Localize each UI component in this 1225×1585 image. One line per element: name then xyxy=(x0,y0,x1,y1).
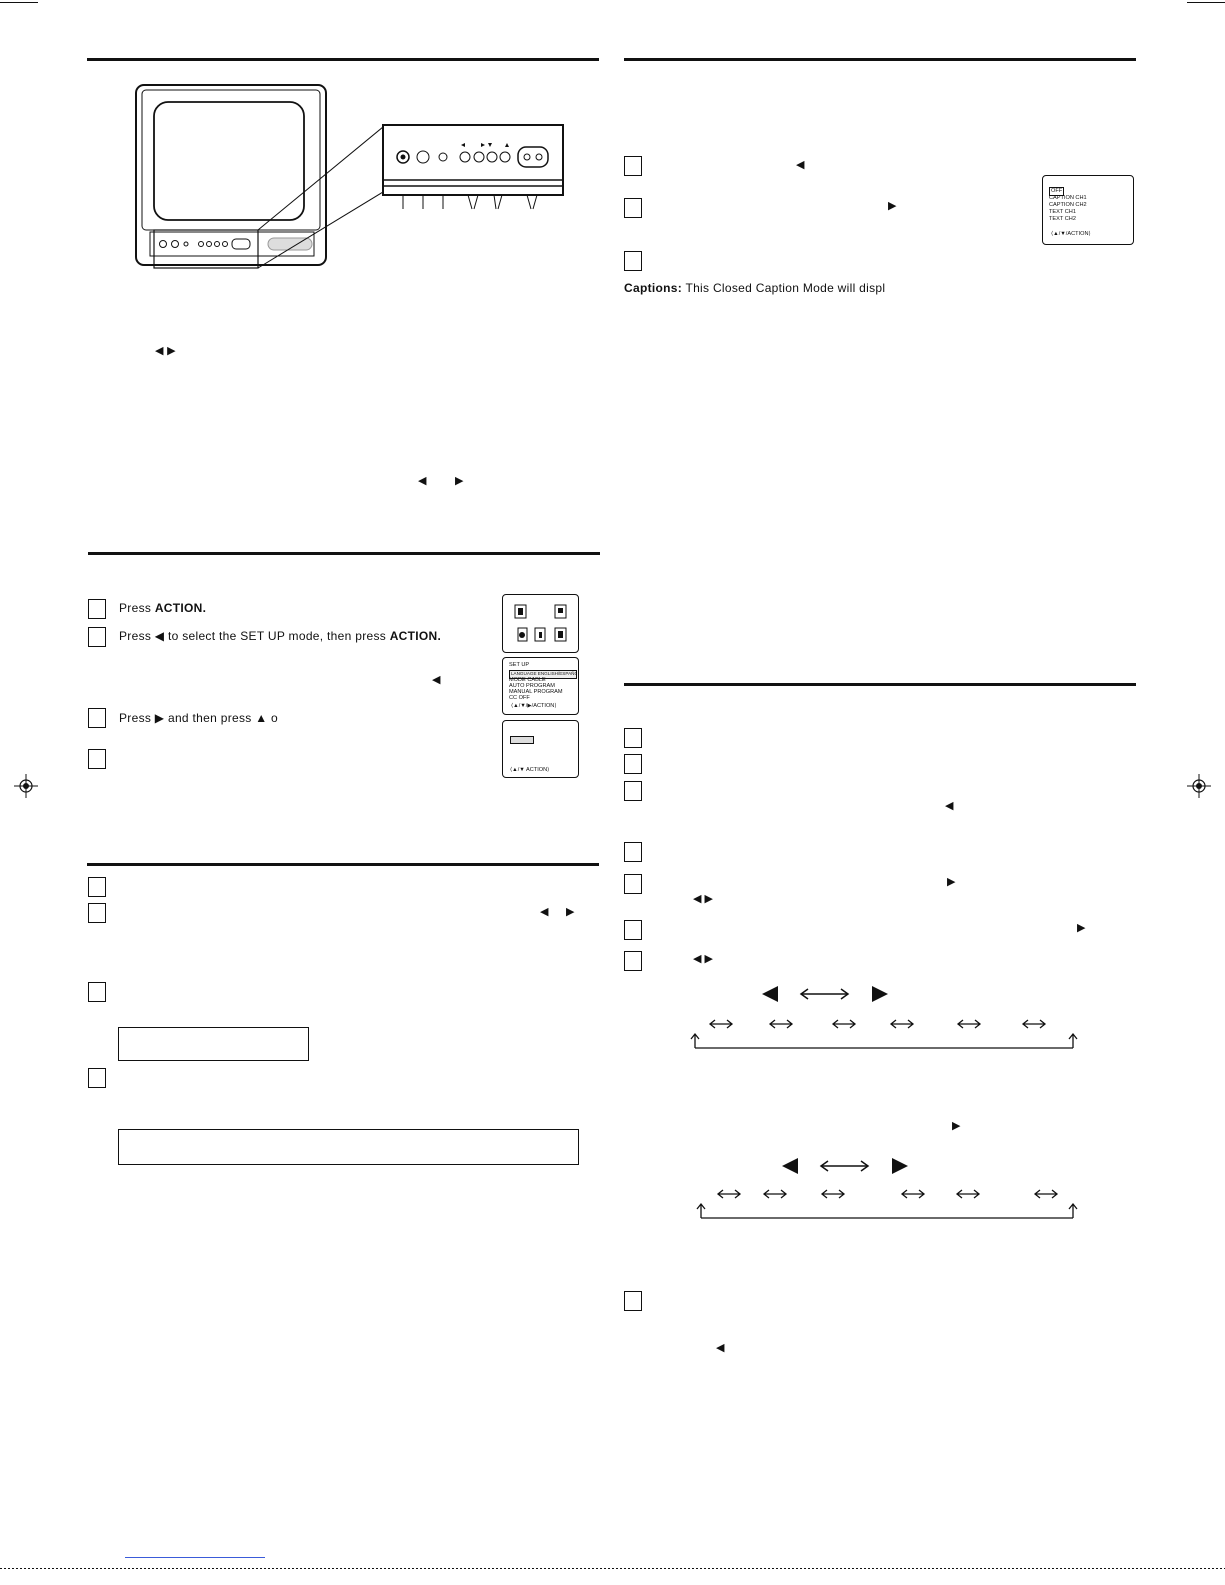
caption-menu-highlight: OFF xyxy=(1049,187,1065,196)
captions-label: Captions: xyxy=(624,281,683,295)
setup-step-1: Press ACTION. xyxy=(119,601,206,615)
step-number-box xyxy=(624,251,642,271)
setup-menu-title: SET UP xyxy=(509,662,530,668)
menu-selection-bar xyxy=(510,736,534,744)
crop-mark xyxy=(0,1568,1225,1569)
step-arrow: ▶ xyxy=(952,1120,961,1132)
setup-menu-hint: ⟨▲/▼/▶/ACTION⟩ xyxy=(511,703,557,709)
step-number-box xyxy=(624,198,642,218)
tv-illustration xyxy=(128,82,568,277)
caption-menu-hint: ⟨▲/▼/ACTION⟩ xyxy=(1051,231,1091,237)
step-arrow: ◀ ▶ xyxy=(693,953,713,965)
step-number-box xyxy=(88,982,106,1002)
language-menu-screen: ⟨▲/▼ ACTION⟩ xyxy=(502,720,579,778)
step-number-box xyxy=(624,754,642,774)
step-number-box xyxy=(624,781,642,801)
display-box-small xyxy=(118,1027,309,1061)
crop-mark xyxy=(0,2,38,3)
adjust-left-arrow: ◀ xyxy=(540,906,549,918)
setup-step-2-bold: ACTION. xyxy=(389,629,442,643)
setup-step-2-text: Press ◀ to select the SET UP mode, then … xyxy=(119,629,390,643)
setup-menu-line: MANUAL PROGRAM xyxy=(509,689,563,695)
setup-menu-line: MODE CABLE xyxy=(509,677,546,683)
cc-step1-arrow: ◀ xyxy=(796,159,805,171)
step-number-box xyxy=(88,708,106,728)
section-rule xyxy=(624,683,1136,686)
step-arrow: ▶ xyxy=(1077,922,1086,934)
adjust-right-arrow: ▶ xyxy=(455,475,464,487)
captions-text: This Closed Caption Mode will displ xyxy=(682,281,886,295)
setup-menu-line: CC OFF xyxy=(509,695,530,701)
step-number-box xyxy=(624,1291,642,1311)
registration-mark-right xyxy=(1187,774,1211,803)
adjust-left-arrow: ◀ xyxy=(418,475,427,487)
step-number-box xyxy=(88,1068,106,1088)
section-rule xyxy=(87,863,599,866)
step-arrow: ◀ ▶ xyxy=(693,893,713,905)
step-number-box xyxy=(88,599,106,619)
blank-menu-hint: ⟨▲/▼ ACTION⟩ xyxy=(510,767,550,773)
footer-link-underline xyxy=(125,1557,265,1558)
setup-step-1-text: Press xyxy=(119,601,155,615)
setup-step-1-bold: ACTION. xyxy=(154,601,207,615)
crop-mark xyxy=(1187,2,1225,3)
step-number-box xyxy=(624,874,642,894)
step-number-box xyxy=(88,877,106,897)
setup-menu-line: AUTO PROGRAM xyxy=(509,683,555,689)
step-number-box xyxy=(624,156,642,176)
step-number-box xyxy=(624,951,642,971)
step-number-box xyxy=(624,728,642,748)
caption-menu-line: CAPTION CH1 xyxy=(1049,195,1087,201)
setup-menu-screen: SET UP LANGUAGE ENGLISH/ESPAÑOL/FRANÇAIS… xyxy=(502,657,579,715)
step-number-box xyxy=(624,920,642,940)
registration-mark-left xyxy=(14,774,38,803)
section-rule xyxy=(624,58,1136,61)
caption-menu-screen: OFF CAPTION CH1 CAPTION CH2 TEXT CH1 TEX… xyxy=(1042,175,1134,245)
setup-step-3: Press ▶ and then press ▲ o xyxy=(119,711,278,725)
cc-step2-arrow: ▶ xyxy=(888,200,897,212)
step-number-box xyxy=(88,749,106,769)
section-rule xyxy=(87,58,599,61)
caption-menu-line: CAPTION CH2 xyxy=(1049,202,1087,208)
section-rule xyxy=(88,552,600,555)
caption-menu-line: TEXT CH1 xyxy=(1049,209,1076,215)
sequence-diagram-2 xyxy=(690,1156,1090,1231)
step-number-box xyxy=(88,627,106,647)
step-arrow: ◀ xyxy=(945,800,954,812)
step-arrow: ◀ xyxy=(716,1342,725,1354)
display-box-wide xyxy=(118,1129,579,1165)
adjust-right-arrow: ▶ xyxy=(566,906,575,918)
caption-menu-line: TEXT CH2 xyxy=(1049,216,1076,222)
setup-step-arrow: ◀ xyxy=(432,674,441,686)
captions-paragraph: Captions: This Closed Caption Mode will … xyxy=(624,281,885,295)
step-number-box xyxy=(88,903,106,923)
main-menu-screen xyxy=(502,594,579,653)
step-arrow: ▶ xyxy=(947,876,956,888)
setup-step-2: Press ◀ to select the SET UP mode, then … xyxy=(119,629,441,643)
select-arrows: ◀ ▶ xyxy=(155,345,176,357)
sequence-diagram-1 xyxy=(690,984,1090,1059)
setup-menu-highlight: LANGUAGE ENGLISH/ESPAÑOL/FRANÇAIS xyxy=(509,670,577,679)
step-number-box xyxy=(624,842,642,862)
